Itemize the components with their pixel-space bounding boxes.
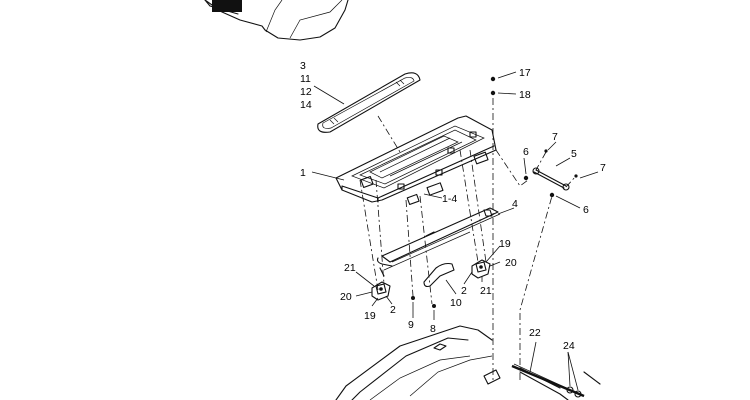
handle [423,262,455,288]
callout-3: 3 [300,60,306,72]
roof-hatch-frame [335,115,497,206]
callout-2b: 2 [461,285,467,297]
callout-1: 1 [300,167,306,179]
screws [411,296,436,308]
callout-9: 9 [408,319,414,331]
callout-19b: 19 [499,238,511,250]
latch-right [471,259,491,279]
callout-21a: 21 [344,262,356,274]
gas-strut [523,149,578,198]
callout-12: 12 [300,86,312,98]
callout-6a: 6 [523,146,529,158]
callout-20a: 20 [340,291,352,303]
callout-7a: 7 [552,131,558,143]
latch-left [371,281,391,301]
seal-frame [376,207,501,277]
callout-24: 24 [563,340,575,352]
callout-1-4: 1-4 [442,193,457,205]
callout-21b: 21 [480,285,492,297]
callout-4: 4 [512,198,518,210]
callout-7b: 7 [600,162,606,174]
cab-roof-lower [335,325,601,400]
fasteners [490,76,496,96]
assembly-lines [359,98,577,380]
glass-panel [317,72,421,133]
callout-18: 18 [519,89,531,101]
callout-8: 8 [430,323,436,335]
callout-11: 11 [300,73,311,85]
cab-roof-fragment [204,0,349,41]
callout-17: 17 [519,67,531,79]
callout-labels: 3 11 12 14 1 1-4 4 6 7 5 7 6 17 18 21 20… [300,60,606,352]
callout-10: 10 [450,297,462,309]
callout-19a: 19 [364,310,376,322]
callout-6b: 6 [583,204,589,216]
callout-22: 22 [529,327,541,339]
callout-14: 14 [300,99,312,111]
callout-2a: 2 [390,304,396,316]
callout-20b: 20 [505,257,517,269]
callout-5: 5 [571,148,577,160]
leader-lines [311,71,599,391]
